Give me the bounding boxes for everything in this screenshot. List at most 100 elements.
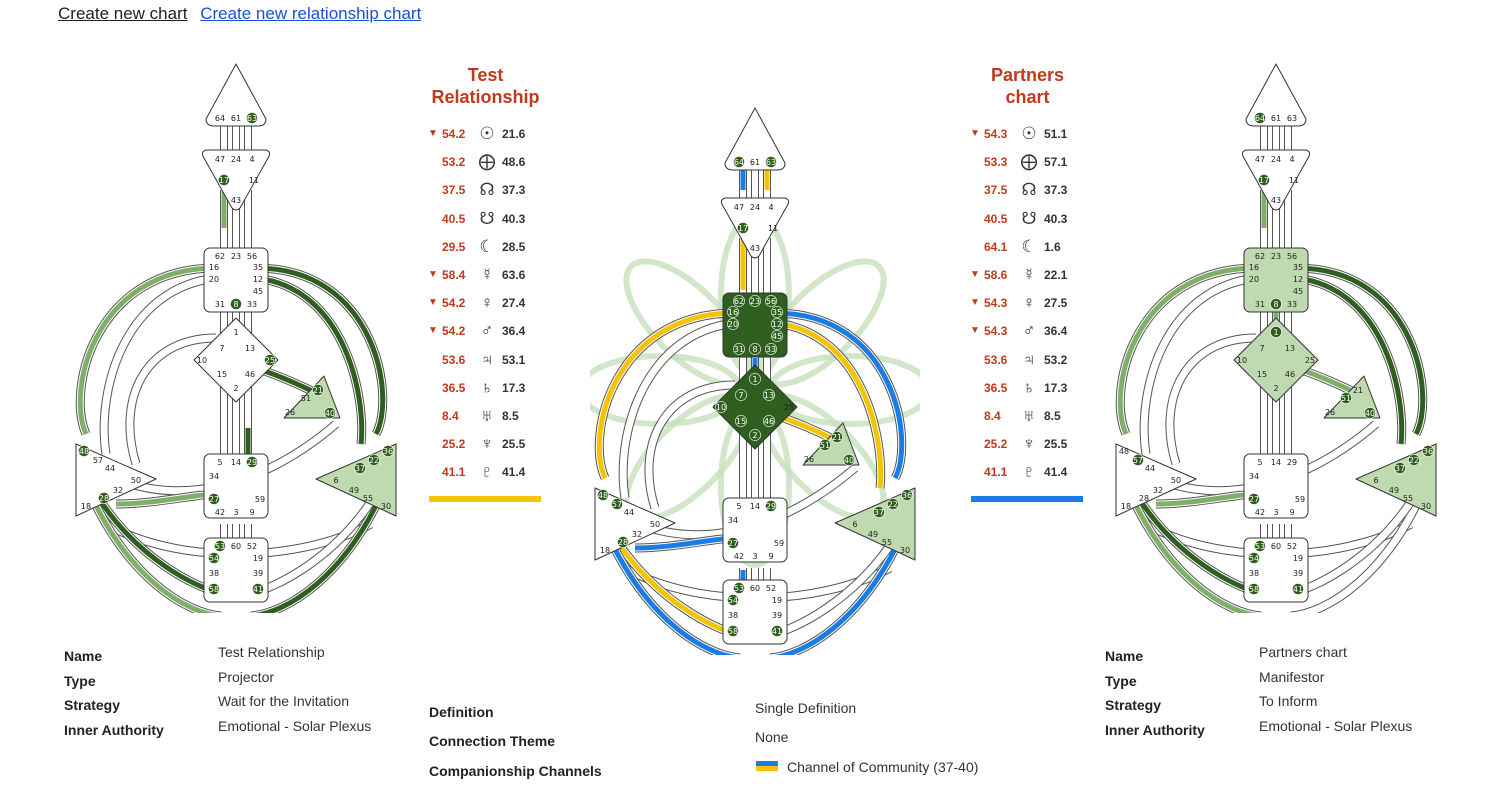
info-right-label: Type bbox=[1105, 673, 1137, 689]
ajna-center bbox=[201, 149, 271, 211]
planet-symbol: ♂ bbox=[1022, 321, 1036, 341]
planet-symbol: ☿ bbox=[480, 265, 494, 284]
planet-symbol: ♆ bbox=[480, 434, 494, 454]
channel-tube bbox=[1166, 334, 1257, 466]
planet-symbol: ♀ bbox=[1022, 293, 1036, 313]
gate-number: 9 bbox=[249, 508, 254, 517]
gate-number: 1 bbox=[752, 375, 757, 384]
planet-row: 25.2♆25.5 bbox=[970, 434, 1085, 454]
gate-number: 29 bbox=[1287, 458, 1297, 467]
channel-fill bbox=[1123, 483, 1258, 613]
gate-dot bbox=[749, 343, 761, 355]
gate-number: 39 bbox=[772, 611, 782, 620]
planet-arrow: ▼ bbox=[428, 297, 438, 309]
gate-dot bbox=[771, 318, 783, 330]
gate-number: 8 bbox=[752, 345, 757, 354]
channel-fill bbox=[1295, 265, 1426, 436]
create-chart-link[interactable]: Create new chart bbox=[58, 4, 188, 23]
gate-number: 24 bbox=[1271, 155, 1281, 164]
gate-dot bbox=[382, 445, 394, 457]
planet-row: 41.1♇41.4 bbox=[428, 462, 543, 482]
gate-number: 15 bbox=[736, 417, 746, 426]
planet-arrow: ▼ bbox=[970, 269, 980, 280]
gate-number: 26 bbox=[1325, 408, 1335, 417]
gate-dot bbox=[1254, 112, 1266, 124]
gate-number: 29 bbox=[766, 502, 776, 511]
gate-number: 56 bbox=[1287, 252, 1297, 261]
gate-dot bbox=[733, 582, 745, 594]
gate-number: 45 bbox=[1293, 287, 1303, 296]
planet-design-value: 54.3 bbox=[984, 324, 1008, 339]
gate-number: 12 bbox=[772, 320, 782, 329]
planet-arrow: ▼ bbox=[970, 325, 980, 337]
gate-number: 45 bbox=[772, 332, 782, 341]
right-color-bar bbox=[971, 496, 1083, 502]
gate-number: 63 bbox=[766, 158, 776, 167]
gate-number: 22 bbox=[369, 456, 379, 465]
gate-number: 5 bbox=[1257, 458, 1262, 467]
planet-symbol: ☋ bbox=[479, 208, 495, 228]
gate-number: 62 bbox=[734, 297, 744, 306]
gate-dot bbox=[1258, 174, 1270, 186]
composite-value: None bbox=[755, 729, 789, 745]
gate-number: 41 bbox=[253, 585, 263, 594]
gate-dot bbox=[324, 407, 336, 419]
gate-number: 46 bbox=[764, 417, 774, 426]
gate-number: 6 bbox=[333, 476, 338, 485]
gate-number: 50 bbox=[131, 476, 141, 485]
gate-number: 60 bbox=[750, 584, 760, 593]
create-relationship-link[interactable]: Create new relationship chart bbox=[200, 4, 422, 23]
gate-number: 13 bbox=[1285, 344, 1295, 353]
gate-number: 37 bbox=[874, 508, 884, 517]
gate-number: 51 bbox=[301, 394, 311, 403]
gate-number: 3 bbox=[752, 552, 757, 561]
gate-number: 54 bbox=[1249, 554, 1259, 563]
channel-fill bbox=[83, 483, 218, 613]
gate-number: 33 bbox=[766, 345, 776, 354]
gate-dot bbox=[727, 306, 739, 318]
gate-number: 52 bbox=[1287, 542, 1297, 551]
gate-dot bbox=[218, 174, 230, 186]
gate-number: 14 bbox=[1271, 458, 1281, 467]
planet-row: 53.6♃53.1 bbox=[428, 350, 543, 370]
throat-center bbox=[203, 247, 269, 313]
channel-tube bbox=[619, 319, 736, 499]
gate-number: 2 bbox=[1273, 384, 1278, 393]
planet-personality-value: 53.1 bbox=[502, 352, 526, 367]
info-right-value: To Inform bbox=[1259, 693, 1318, 709]
channel-fill bbox=[254, 483, 389, 613]
head-center bbox=[205, 62, 267, 127]
gate-number: 48 bbox=[79, 447, 89, 456]
planet-design-value: 29.5 bbox=[442, 239, 466, 254]
gate-number: 19 bbox=[253, 554, 263, 563]
gate-number: 32 bbox=[113, 486, 123, 495]
planet-design-value: 54.2 bbox=[442, 127, 466, 141]
planet-symbol: ♅ bbox=[480, 406, 494, 425]
planet-personality-value: 27.4 bbox=[502, 296, 526, 311]
planet-personality-value: 40.3 bbox=[1044, 211, 1068, 226]
root-center bbox=[1243, 537, 1309, 603]
info-left-value: Test Relationship bbox=[218, 644, 325, 660]
sacral-center bbox=[722, 497, 788, 563]
planet-symbol: ⨁ bbox=[478, 152, 496, 172]
planet-symbol: ♃ bbox=[480, 349, 494, 369]
gate-dot bbox=[78, 445, 90, 457]
planet-row: ▼54.2♂36.4 bbox=[428, 321, 543, 341]
planet-design-value: 58.6 bbox=[984, 268, 1008, 282]
planet-personality-value: 28.5 bbox=[502, 239, 526, 254]
info-right-value: Emotional - Solar Plexus bbox=[1259, 718, 1413, 734]
gate-number: 24 bbox=[231, 155, 241, 164]
gate-number: 11 bbox=[768, 224, 778, 233]
gate-number: 62 bbox=[215, 252, 225, 261]
planet-personality-value: 40.3 bbox=[502, 211, 526, 226]
gate-number: 29 bbox=[247, 458, 257, 467]
info-left-value: Projector bbox=[218, 669, 275, 685]
gate-number: 26 bbox=[285, 408, 295, 417]
info-right-label: Name bbox=[1105, 648, 1144, 664]
gate-dot bbox=[771, 625, 783, 637]
gate-number: 49 bbox=[868, 530, 878, 539]
composite-label: Definition bbox=[429, 704, 494, 720]
planet-row: ▼54.2♀27.4 bbox=[428, 293, 543, 313]
planet-symbol: ♂ bbox=[480, 321, 494, 341]
